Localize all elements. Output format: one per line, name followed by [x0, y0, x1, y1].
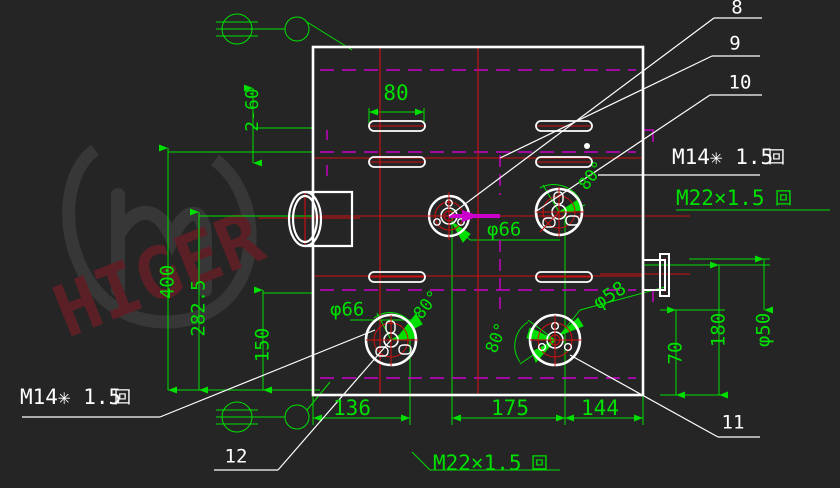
callout-10: 10: [729, 72, 752, 94]
callout-12: 12: [225, 446, 248, 468]
dim-phi58: φ58: [589, 277, 630, 314]
dim-phi66-a: φ66: [487, 219, 521, 241]
callout-leaders: [22, 17, 762, 471]
dim-phi66-b: φ66: [330, 299, 364, 321]
hub-lower-right: [528, 313, 582, 367]
centerlines: [258, 47, 690, 395]
dim-70: 70: [665, 342, 687, 365]
point-marker: [584, 143, 590, 149]
callout-8: 8: [731, 0, 742, 19]
dim-144: 144: [581, 396, 619, 420]
thread-m22-bottom-suffix: 回: [531, 454, 548, 474]
thread-m14-right: M14✳ 1.5: [672, 145, 773, 169]
thread-m22-right-suffix: 回: [775, 189, 792, 209]
dimension-lines: [159, 13, 830, 471]
text-labels: 400 282.5 150 2-60 80 136 175 144 70 180…: [20, 0, 792, 475]
part-outline: [311, 45, 645, 397]
dim-282-5: 282.5: [188, 279, 210, 336]
angle-80-c: 80°: [482, 320, 512, 356]
slot-group: [368, 120, 593, 283]
dim-136: 136: [333, 396, 371, 420]
hub-group: [364, 187, 584, 367]
hub-upper-right: [534, 187, 584, 237]
hub-center-left: [425, 192, 500, 240]
thread-m14-left: M14✳ 1.5: [20, 385, 121, 409]
dim-400: 400: [157, 265, 179, 299]
right-port-boss: [642, 253, 670, 297]
dim-80-top: 80: [383, 81, 408, 105]
callout-9: 9: [729, 33, 740, 55]
thread-m14-left-suffix: 回: [114, 388, 131, 408]
thread-m22-right: M22×1.5: [676, 186, 765, 210]
hub-lower-left: [364, 313, 418, 367]
dim-2-60: 2-60: [242, 88, 263, 131]
dim-phi50: φ50: [753, 313, 775, 347]
callout-11: 11: [722, 412, 745, 434]
left-cylinder-boss: [287, 190, 354, 248]
dim-150: 150: [252, 328, 274, 362]
dim-175: 175: [491, 396, 529, 420]
thread-m22-bottom: M22×1.5: [433, 451, 522, 475]
thread-m14-right-suffix: 回: [768, 148, 785, 168]
dim-180: 180: [708, 313, 730, 347]
angle-80-a: 80°: [575, 158, 610, 195]
